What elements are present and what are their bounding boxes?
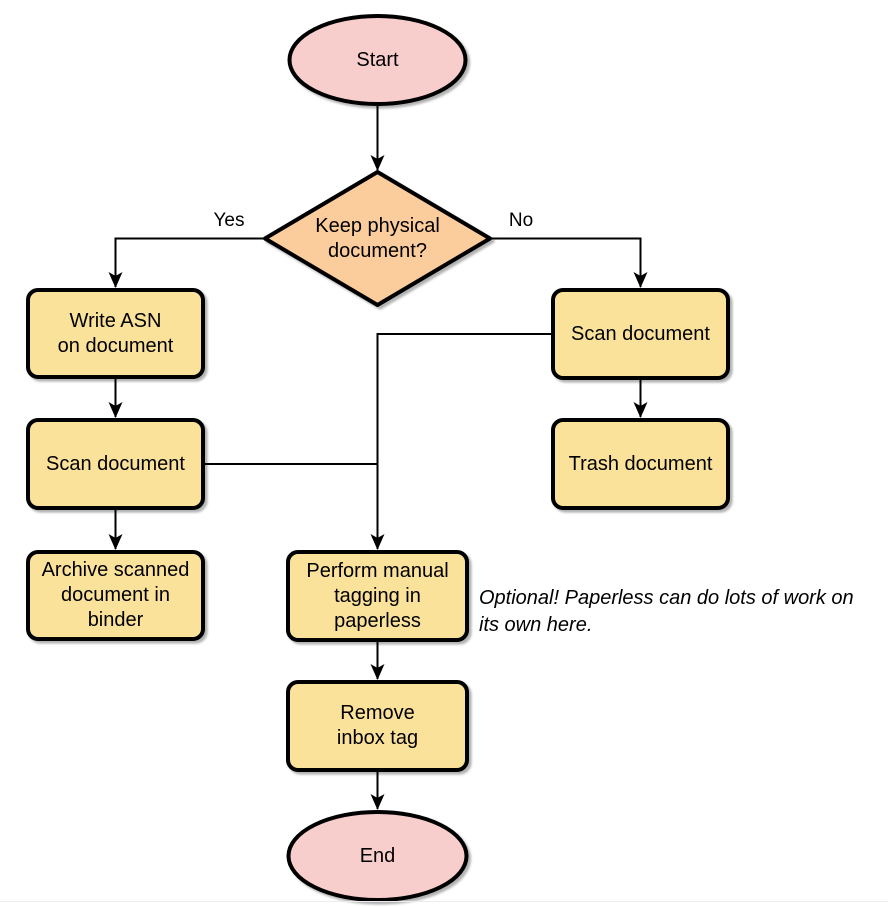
write-asn-process-shape	[26, 288, 205, 379]
edge-decision-to-scan-right	[490, 237, 648, 288]
start-terminal-shape	[287, 14, 468, 106]
end-terminal-shape	[286, 810, 469, 902]
perform-tagging-process-shape	[286, 550, 469, 642]
edge-scan-right-to-perform-tagging	[370, 333, 553, 550]
archive-process-shape	[26, 550, 205, 641]
bottom-hairline	[0, 901, 888, 902]
remove-inbox-process-shape	[286, 680, 469, 772]
trash-process-shape	[551, 418, 730, 510]
scan-left-process-shape	[26, 418, 205, 510]
optional-note-text: Optional! Paperless can do lots of work …	[479, 587, 854, 636]
edge-decision-to-write-asn	[108, 237, 265, 288]
scan-right-process-shape	[551, 288, 730, 380]
decision-diamond-shape	[263, 170, 492, 307]
